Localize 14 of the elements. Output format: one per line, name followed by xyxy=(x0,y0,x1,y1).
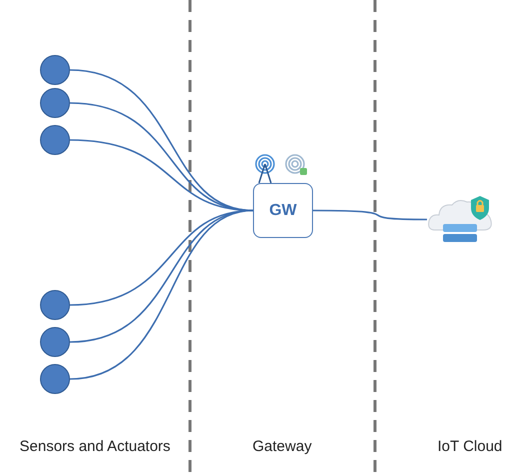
sensor-circle xyxy=(40,125,70,155)
column-label: Sensors and Actuators xyxy=(20,438,170,455)
sensor-circle xyxy=(40,290,70,320)
sensor-circle xyxy=(40,327,70,357)
column-label: IoT Cloud xyxy=(438,438,502,455)
sensor-circle xyxy=(40,364,70,394)
sensor-circle xyxy=(40,88,70,118)
connector-line xyxy=(70,139,254,212)
gateway-box: GW xyxy=(253,183,313,238)
connector-line xyxy=(70,210,254,343)
column-label: Gateway xyxy=(252,438,312,455)
connector-line xyxy=(313,210,427,220)
sensor-circle xyxy=(40,55,70,85)
connector-line xyxy=(70,210,254,306)
